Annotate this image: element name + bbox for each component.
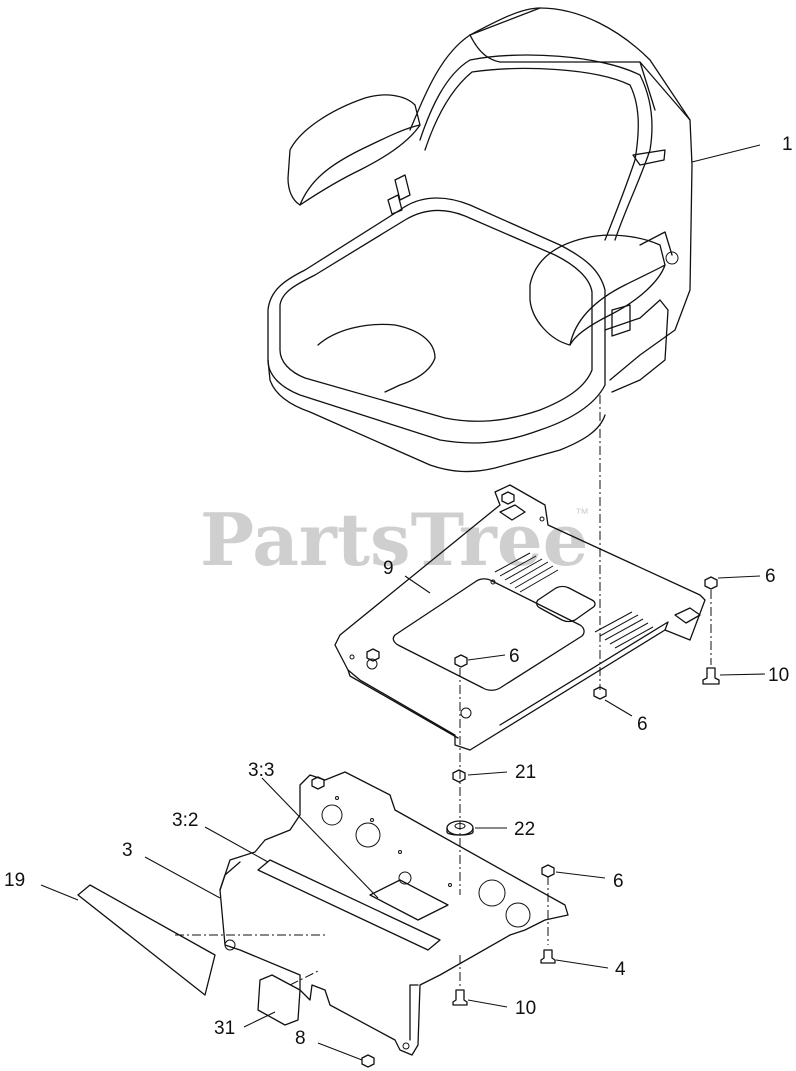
decal-31 xyxy=(257,974,301,1026)
label-bolt-plate-right: 10 xyxy=(768,665,789,686)
label-bolt-4: 4 xyxy=(615,959,626,980)
decal-19 xyxy=(77,884,216,996)
leader-plate xyxy=(404,575,431,594)
plate-right-fasteners xyxy=(702,576,720,685)
label-nut-base: 6 xyxy=(613,871,624,892)
nut-plate-lower xyxy=(593,686,607,700)
label-base-3: 3 xyxy=(122,840,133,861)
part-labels: 1 9 6 10 6 6 21 22 6 4 10 8 31 19 3 3:2 … xyxy=(4,134,793,1049)
label-bolt-8: 8 xyxy=(295,1028,306,1049)
base-drawing xyxy=(219,771,569,1056)
label-plate: 9 xyxy=(383,558,394,579)
spacer-22 xyxy=(446,820,474,836)
watermark-trademark: ™ xyxy=(575,505,589,521)
label-decal-19: 19 xyxy=(4,870,25,891)
nut-plate-center xyxy=(454,654,468,668)
seat-plate-drawing xyxy=(334,484,706,751)
bolt-8 xyxy=(361,1054,375,1068)
nut-21 xyxy=(452,769,466,783)
label-decal-3-2: 3:2 xyxy=(172,810,198,831)
bolt-base xyxy=(452,989,468,1006)
label-seat: 1 xyxy=(782,134,793,155)
leader-seat xyxy=(691,144,761,163)
label-decal-3-3: 3:3 xyxy=(248,760,274,781)
watermark: PartsTree ™ xyxy=(200,497,589,582)
bolt-4 xyxy=(540,949,556,964)
label-spacer-22: 22 xyxy=(514,819,535,840)
seat-drawing xyxy=(267,7,693,473)
watermark-text: PartsTree xyxy=(200,497,588,582)
label-nut-plate-center: 6 xyxy=(509,646,520,667)
label-nut-plate-lower: 6 xyxy=(637,714,648,735)
label-decal-31: 31 xyxy=(214,1018,235,1039)
label-nut-plate-right: 6 xyxy=(765,566,776,587)
label-nut-21: 21 xyxy=(515,762,536,783)
label-bolt-base: 10 xyxy=(515,998,536,1019)
